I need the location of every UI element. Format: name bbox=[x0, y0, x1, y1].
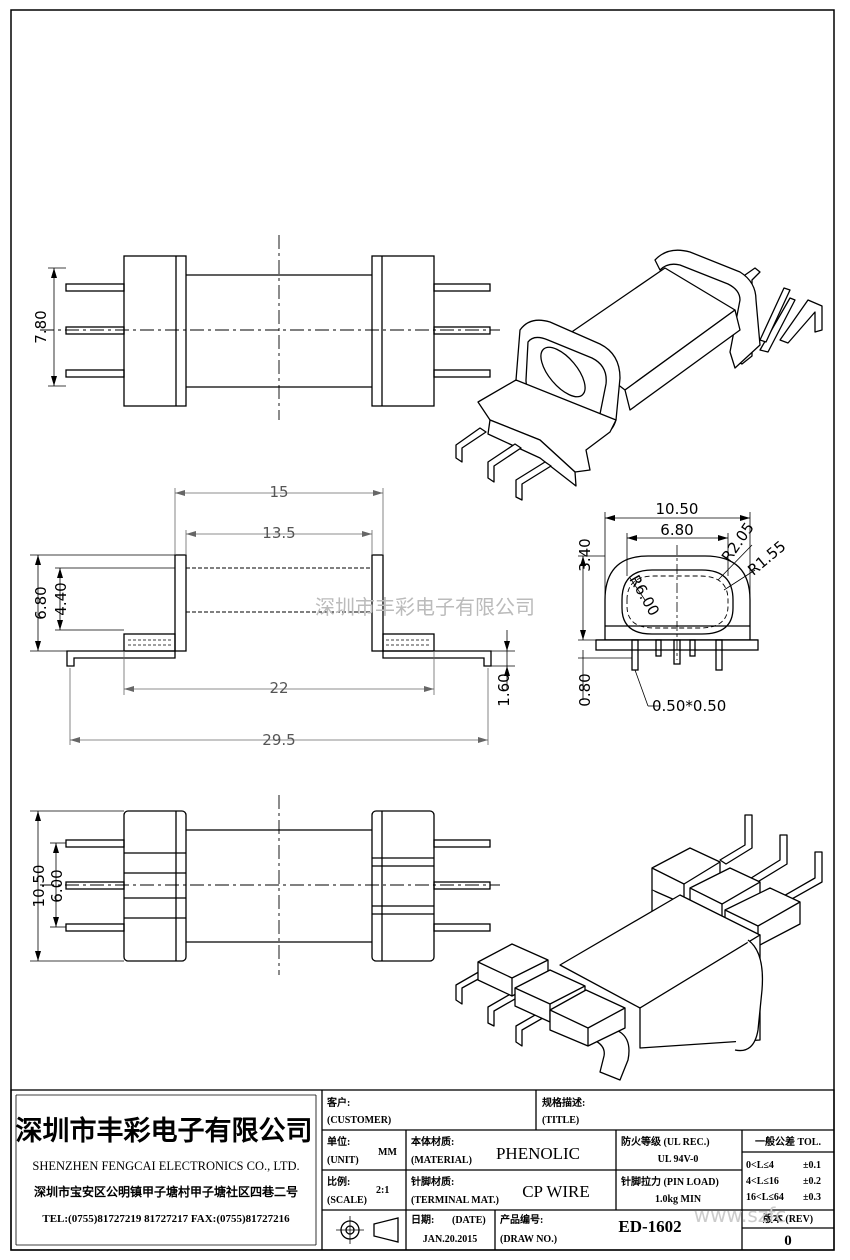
tol-range: 16<L≤64 bbox=[746, 1192, 784, 1203]
iso-view-bottom bbox=[455, 814, 823, 1081]
material-value: PHENOLIC bbox=[496, 1144, 580, 1163]
title-label-cn: 规格描述: bbox=[542, 1096, 585, 1109]
terminal-label-en: (TERMINAL MAT.) bbox=[411, 1195, 499, 1206]
company-contact: TEL:(0755)81727219 81727217 FAX:(0755)81… bbox=[42, 1213, 290, 1225]
dim-4-40: 4.40 bbox=[52, 582, 70, 615]
company-name-en: SHENZHEN FENGCAI ELECTRONICS CO., LTD. bbox=[32, 1159, 299, 1173]
dim-1-60: 1.60 bbox=[495, 673, 513, 706]
side-view bbox=[578, 512, 759, 707]
rev-value: 0 bbox=[784, 1233, 792, 1249]
dim-side-6-80: 6.80 bbox=[660, 521, 693, 539]
company-name-cn: 深圳市丰彩电子有限公司 bbox=[16, 1115, 313, 1146]
pinload-value: 1.0kg MIN bbox=[655, 1194, 702, 1205]
dim-6-80: 6.80 bbox=[32, 586, 50, 619]
bottom-view bbox=[30, 795, 500, 975]
dim-29-5: 29.5 bbox=[262, 731, 295, 749]
date-label-en: (DATE) bbox=[452, 1215, 486, 1226]
corner-watermark: www.szfc bbox=[694, 1203, 787, 1227]
dim-bottom-6-00: 6.00 bbox=[48, 869, 66, 902]
watermark: 深圳市丰彩电子有限公司 bbox=[315, 595, 535, 619]
dim-3-40: 3.40 bbox=[576, 538, 594, 571]
company-address: 深圳市宝安区公明镇甲子塘村甲子塘社区四巷二号 bbox=[34, 1184, 298, 1199]
material-label-cn: 本体材质: bbox=[411, 1135, 454, 1148]
ul-label: 防火等级 (UL REC.) bbox=[621, 1135, 710, 1148]
dim-r1-55: R1.55 bbox=[744, 537, 789, 579]
scale-label-en: (SCALE) bbox=[327, 1195, 367, 1206]
title-label-en: (TITLE) bbox=[542, 1115, 579, 1126]
rev-label: 版本 (REV) bbox=[763, 1212, 813, 1225]
unit-label-cn: 单位: bbox=[327, 1135, 350, 1148]
dim-0-80: 0.80 bbox=[576, 673, 594, 706]
dim-bottom-10-50: 10.50 bbox=[30, 865, 48, 908]
customer-label-en: (CUSTOMER) bbox=[327, 1115, 391, 1126]
drawno-label-en: (DRAW NO.) bbox=[500, 1234, 557, 1245]
front-view bbox=[30, 488, 515, 745]
tolerance-table: 0<L≤4 ±0.1 4<L≤16 ±0.2 16<L≤64 ±0.3 bbox=[746, 1160, 821, 1203]
dim-15: 15 bbox=[269, 483, 288, 501]
customer-label-cn: 客户: bbox=[326, 1096, 350, 1109]
iso-view-top bbox=[455, 249, 823, 501]
dim-22: 22 bbox=[269, 679, 288, 697]
ul-value: UL 94V-0 bbox=[658, 1154, 699, 1165]
tol-range: 4<L≤16 bbox=[746, 1176, 779, 1187]
unit-value: MM bbox=[378, 1147, 397, 1158]
pinload-label: 针脚拉力 (PIN LOAD) bbox=[621, 1175, 719, 1188]
dim-7-80: 7.80 bbox=[32, 310, 50, 343]
date-label-cn: 日期: bbox=[411, 1213, 434, 1226]
drawno-value: ED-1602 bbox=[618, 1217, 681, 1236]
tolerance-title: 一般公差 TOL. bbox=[755, 1135, 821, 1148]
tol-range: 0<L≤4 bbox=[746, 1160, 774, 1171]
unit-label-en: (UNIT) bbox=[327, 1155, 359, 1166]
drawno-label-cn: 产品编号: bbox=[500, 1213, 543, 1226]
scale-value: 2:1 bbox=[376, 1185, 389, 1196]
tol-value: ±0.2 bbox=[803, 1176, 821, 1187]
dim-side-10-50: 10.50 bbox=[656, 500, 699, 518]
material-label-en: (MATERIAL) bbox=[411, 1155, 472, 1166]
top-view bbox=[40, 235, 500, 420]
terminal-label-cn: 针脚材质: bbox=[411, 1175, 454, 1188]
terminal-value: CP WIRE bbox=[522, 1182, 590, 1201]
dim-pin-size: 0.50*0.50 bbox=[652, 697, 726, 715]
title-block-frame bbox=[10, 1089, 835, 1251]
date-value: JAN.20.2015 bbox=[423, 1234, 477, 1245]
dim-13-5: 13.5 bbox=[262, 524, 295, 542]
tol-value: ±0.3 bbox=[803, 1192, 821, 1203]
tol-value: ±0.1 bbox=[803, 1160, 821, 1171]
scale-label-cn: 比例: bbox=[327, 1175, 350, 1188]
